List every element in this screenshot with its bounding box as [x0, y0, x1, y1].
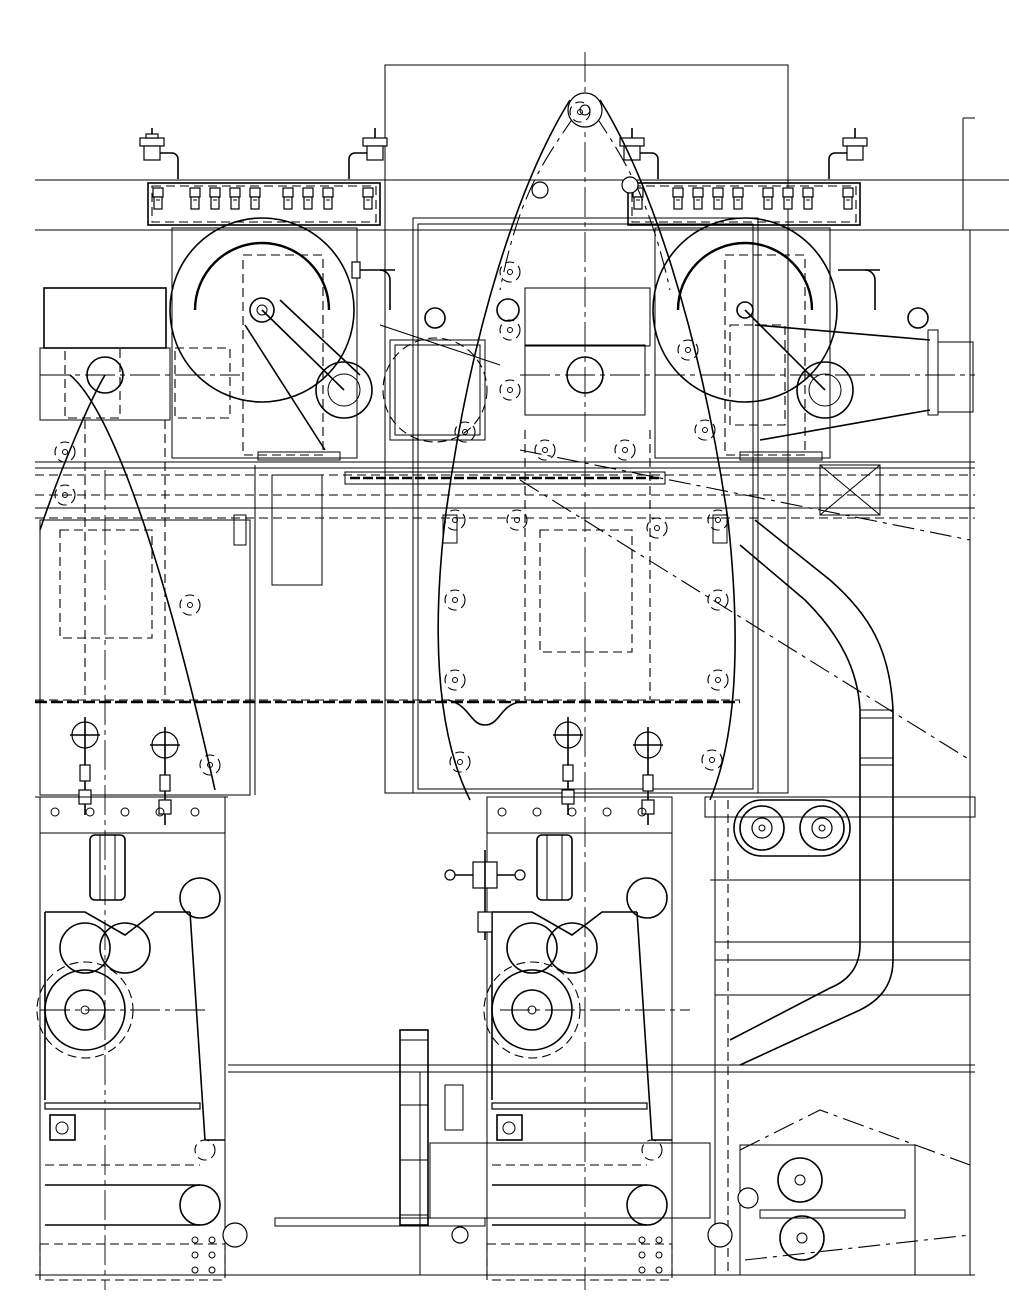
- nozzle: [190, 188, 200, 209]
- bolt-circle: [708, 510, 728, 530]
- right-dryer-hood: [525, 218, 973, 460]
- nozzle: [693, 188, 703, 209]
- bolt-circle: [180, 595, 200, 615]
- nozzle: [283, 188, 293, 209]
- nozzle: [250, 188, 260, 209]
- nozzle: [783, 188, 793, 209]
- nozzle: [843, 188, 853, 209]
- nozzle: [713, 188, 723, 209]
- right-drive: [705, 797, 975, 1275]
- center-inner-frames: [345, 430, 727, 700]
- bolt-circle: [500, 320, 520, 340]
- bolt-circle: [615, 440, 635, 460]
- nozzle: [153, 188, 163, 209]
- nozzle: [210, 188, 220, 209]
- bolt-circle: [445, 670, 465, 690]
- bottom-center: [223, 1030, 710, 1275]
- valve-assembly: [150, 727, 180, 825]
- duct-elbow: [730, 465, 893, 1065]
- nozzle: [323, 188, 333, 209]
- valve-assembly: [70, 717, 100, 815]
- bolt-circle: [702, 750, 722, 770]
- nozzle: [733, 188, 743, 209]
- bolt-circle: [500, 262, 520, 282]
- valve-assembly: [553, 717, 583, 815]
- bolt-circle: [507, 510, 527, 530]
- left-press-section: [37, 797, 225, 1280]
- left-dryer-hood: [40, 218, 395, 460]
- right-press-section: [484, 797, 672, 1280]
- center-felt-loop: [438, 93, 970, 800]
- nozzle: [673, 188, 683, 209]
- bolt-circle: [445, 510, 465, 530]
- bolt-circle: [708, 590, 728, 610]
- nozzle: [303, 188, 313, 209]
- header-nozzles: [153, 188, 853, 209]
- nozzle: [803, 188, 813, 209]
- bolt-circle: [445, 590, 465, 610]
- bolt-circle: [535, 440, 555, 460]
- top-valves: [140, 128, 867, 179]
- nozzle: [763, 188, 773, 209]
- bolt-circle: [708, 670, 728, 690]
- center-heater: [380, 299, 519, 442]
- center-flow-valve: [445, 850, 525, 940]
- valve-assembly: [633, 727, 663, 825]
- frame-lines: [35, 118, 1009, 1275]
- bolt-circle: [500, 380, 520, 400]
- nozzle: [230, 188, 240, 209]
- nozzle: [363, 188, 373, 209]
